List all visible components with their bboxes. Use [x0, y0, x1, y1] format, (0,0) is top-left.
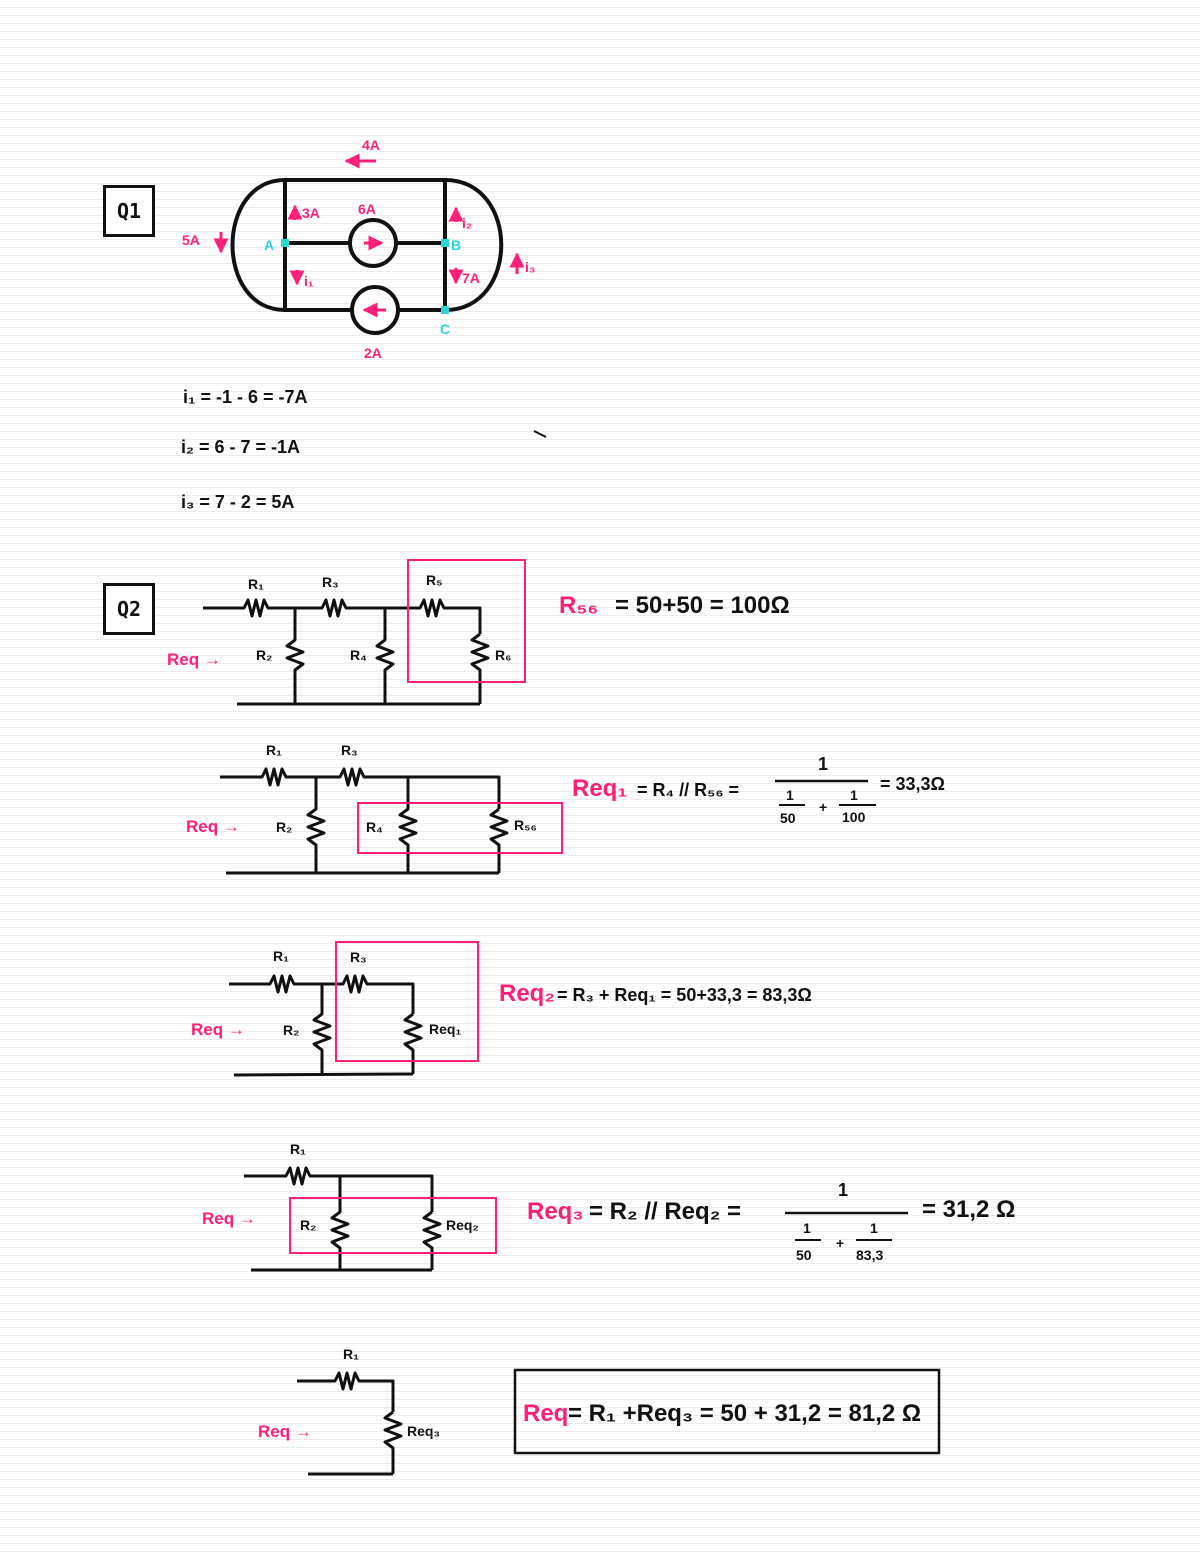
label-req1: Req₁	[429, 1021, 461, 1037]
step2-eq-lhs: Req₁	[572, 775, 627, 802]
label-r2: R₂	[300, 1217, 316, 1233]
q2-label-box: Q2	[103, 583, 155, 635]
label-r56: R₅₆	[514, 817, 537, 833]
label-3a: 3A	[302, 205, 320, 221]
label-req3: Req₃	[407, 1423, 440, 1439]
q1-label-box: Q1	[103, 185, 155, 237]
label-4a: 4A	[362, 137, 380, 153]
step2-frac-plus: +	[819, 799, 827, 815]
step4-frac-a-num: 1	[803, 1220, 811, 1236]
label-r4: R₄	[366, 819, 383, 835]
step2-frac-a-num: 1	[786, 787, 794, 803]
label-node-a: A	[264, 237, 274, 253]
node-b-dot	[441, 239, 449, 247]
label-r2: R₂	[283, 1022, 299, 1038]
step2-eq-result: = 33,3Ω	[880, 774, 945, 794]
req-arrow-label-5: Req →	[258, 1422, 312, 1441]
label-r1: R₁	[290, 1141, 306, 1157]
stray-mark	[533, 430, 547, 438]
step3-eq-rhs: = R₃ + Req₁ = 50+33,3 = 83,3Ω	[557, 985, 812, 1005]
step2-eq-mid: = R₄ // R₅₆ =	[637, 780, 739, 800]
label-2a: 2A	[364, 345, 382, 361]
step2-frac-num: 1	[818, 754, 828, 774]
eq-i2: i₂ = 6 - 7 = -1A	[181, 437, 300, 457]
step2-frac-a-den: 50	[780, 810, 796, 826]
step1-eq-rhs: = 50+50 = 100Ω	[615, 592, 790, 619]
label-req2: Req₂	[446, 1217, 479, 1233]
q2-step2-circuit	[220, 767, 509, 875]
label-i3: i₃	[525, 259, 535, 275]
step3-highlight-box	[335, 941, 479, 1062]
label-r5: R₅	[426, 572, 443, 588]
step4-frac-num: 1	[838, 1180, 848, 1200]
final-eq-lhs: Req	[523, 1400, 568, 1427]
step4-frac-b-den: 83,3	[856, 1247, 883, 1263]
q2-step1-circuit	[203, 598, 490, 706]
label-r2: R₂	[276, 819, 292, 835]
step4-frac-b-num: 1	[870, 1220, 878, 1236]
req-arrow-label-3: Req →	[191, 1020, 245, 1039]
node-c-dot	[441, 306, 449, 314]
step4-eq-mid: = R₂ // Req₂ =	[589, 1198, 741, 1225]
q2-step1-labels: R₁ R₃ R₅ R₂ R₄ R₆ Req → R₅₆ = 50+50 = 10…	[167, 572, 790, 669]
node-a-dot	[281, 239, 289, 247]
eq-i3: i₃ = 7 - 2 = 5A	[181, 492, 294, 512]
step3-eq-lhs: Req₂	[499, 980, 555, 1007]
q2-label: Q2	[116, 597, 142, 621]
q2-step2-labels: R₁ R₃ R₂ R₄ R₅₆ Req → Req₁ = R₄ // R₅₆ =…	[186, 742, 945, 836]
step4-frac-plus: +	[836, 1235, 844, 1251]
q1-equations: i₁ = -1 - 6 = -7A i₂ = 6 - 7 = -1A i₃ = …	[181, 387, 308, 512]
label-r1: R₁	[273, 948, 289, 964]
label-r1: R₁	[343, 1346, 359, 1362]
q2-step3-circuit	[229, 974, 423, 1077]
label-r2: R₂	[256, 647, 272, 663]
label-i1: i₁	[304, 273, 314, 289]
final-answer-box	[513, 1368, 941, 1455]
step2-highlight-box	[357, 802, 563, 854]
step4-frac-a-den: 50	[796, 1247, 812, 1263]
eq-i1: i₁ = -1 - 6 = -7A	[183, 387, 308, 407]
label-i2: i₂	[462, 215, 472, 231]
label-r1: R₁	[266, 742, 282, 758]
step4-highlight-box	[289, 1197, 497, 1254]
label-node-c: C	[440, 321, 450, 337]
label-r1: R₁	[248, 576, 264, 592]
label-6a: 6A	[358, 201, 376, 217]
step2-frac-b-num: 1	[850, 787, 858, 803]
step4-eq-lhs: Req₃	[527, 1198, 583, 1225]
label-r4: R₄	[350, 647, 367, 663]
label-r3: R₃	[322, 574, 339, 590]
req-arrow-label-4: Req →	[202, 1209, 256, 1228]
req-arrow-label-1: Req →	[167, 650, 221, 669]
q2-step3-labels: R₁ R₃ R₂ Req₁ Req → Req₂ = R₃ + Req₁ = 5…	[191, 948, 812, 1039]
label-r3: R₃	[341, 742, 358, 758]
q1-nodes	[281, 239, 449, 314]
final-eq-rhs: = R₁ +Req₃ = 50 + 31,2 = 81,2 Ω	[568, 1400, 921, 1427]
step2-frac-b-den: 100	[842, 809, 866, 825]
q2-step5-labels: R₁ Req₃ Req → Req = R₁ +Req₃ = 50 + 31,2…	[258, 1346, 921, 1441]
q1-label: Q1	[116, 199, 142, 223]
step1-eq-lhs: R₅₆	[559, 592, 598, 619]
q2-step4-labels: R₁ R₂ Req₂ Req → Req₃ = R₂ // Req₂ = 1 1…	[202, 1141, 1015, 1263]
label-node-b: B	[451, 237, 461, 253]
q1-source-arrows	[213, 153, 525, 318]
req-arrow-label-2: Req →	[186, 817, 240, 836]
label-r6: R₆	[495, 647, 511, 663]
q2-step4-circuit	[244, 1166, 442, 1272]
label-r3: R₃	[350, 949, 367, 965]
label-7a: 7A	[462, 270, 480, 286]
step4-eq-result: = 31,2 Ω	[922, 1196, 1015, 1223]
q1-labels: 4A 3A 6A 5A A B C i₁ i₂ 7A i₃ 2A	[182, 137, 535, 361]
q2-step5-circuit	[297, 1371, 403, 1476]
step1-highlight-box	[407, 559, 526, 683]
label-5a: 5A	[182, 232, 200, 248]
